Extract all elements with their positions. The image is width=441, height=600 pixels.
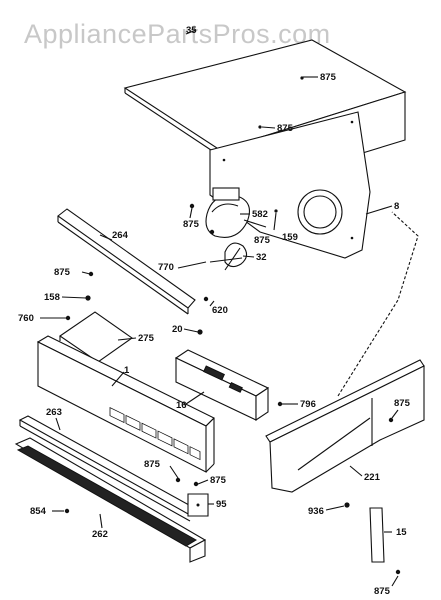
screws xyxy=(64,203,401,575)
electronic-control-board xyxy=(174,349,270,422)
leader-lines xyxy=(40,29,399,587)
callout-770: 770 xyxy=(158,262,174,273)
callout-936: 936 xyxy=(308,506,324,517)
callout-15: 15 xyxy=(396,527,407,538)
callout-620: 620 xyxy=(212,305,228,316)
assembly-guide-line xyxy=(337,211,419,397)
callout-875-g: 875 xyxy=(144,459,161,470)
callout-875-e: 875 xyxy=(54,267,71,278)
callout-875-i: 875 xyxy=(374,586,391,597)
callout-875-c: 875 xyxy=(183,219,200,230)
callout-875-f: 875 xyxy=(394,398,411,409)
callout-labels: 35 875 875 8 875 582 875 159 264 770 32 … xyxy=(18,25,411,597)
callout-582: 582 xyxy=(252,209,268,220)
callout-854: 854 xyxy=(30,506,47,517)
callout-1: 1 xyxy=(124,365,130,376)
bracket-95 xyxy=(187,493,209,517)
callout-32: 32 xyxy=(256,252,267,263)
trim-strip-263 xyxy=(18,415,200,522)
callout-875-a: 875 xyxy=(320,72,337,83)
callout-221: 221 xyxy=(364,472,381,483)
callout-275: 275 xyxy=(138,333,155,344)
callout-875-d: 875 xyxy=(254,235,271,246)
blower-assembly xyxy=(205,187,278,271)
callout-875-b: 875 xyxy=(277,123,294,134)
callout-796: 796 xyxy=(300,399,316,410)
callout-263: 263 xyxy=(46,407,62,418)
callout-159: 159 xyxy=(282,232,298,243)
support-rail xyxy=(57,208,196,315)
callout-760: 760 xyxy=(18,313,34,324)
bracket-15 xyxy=(369,507,385,563)
watermark: AppliancePartsPros.com xyxy=(24,19,331,49)
control-panel xyxy=(36,335,215,473)
callout-20: 20 xyxy=(172,324,183,335)
callout-262: 262 xyxy=(92,529,108,540)
callout-16: 16 xyxy=(176,400,187,411)
side-trim-221 xyxy=(265,359,425,493)
callout-35: 35 xyxy=(186,25,197,36)
callout-264: 264 xyxy=(112,230,129,241)
callout-95: 95 xyxy=(216,499,227,510)
callout-8: 8 xyxy=(394,201,399,212)
callout-158: 158 xyxy=(44,292,60,303)
vent-grille-262 xyxy=(14,437,207,563)
callout-875-h: 875 xyxy=(210,475,227,486)
